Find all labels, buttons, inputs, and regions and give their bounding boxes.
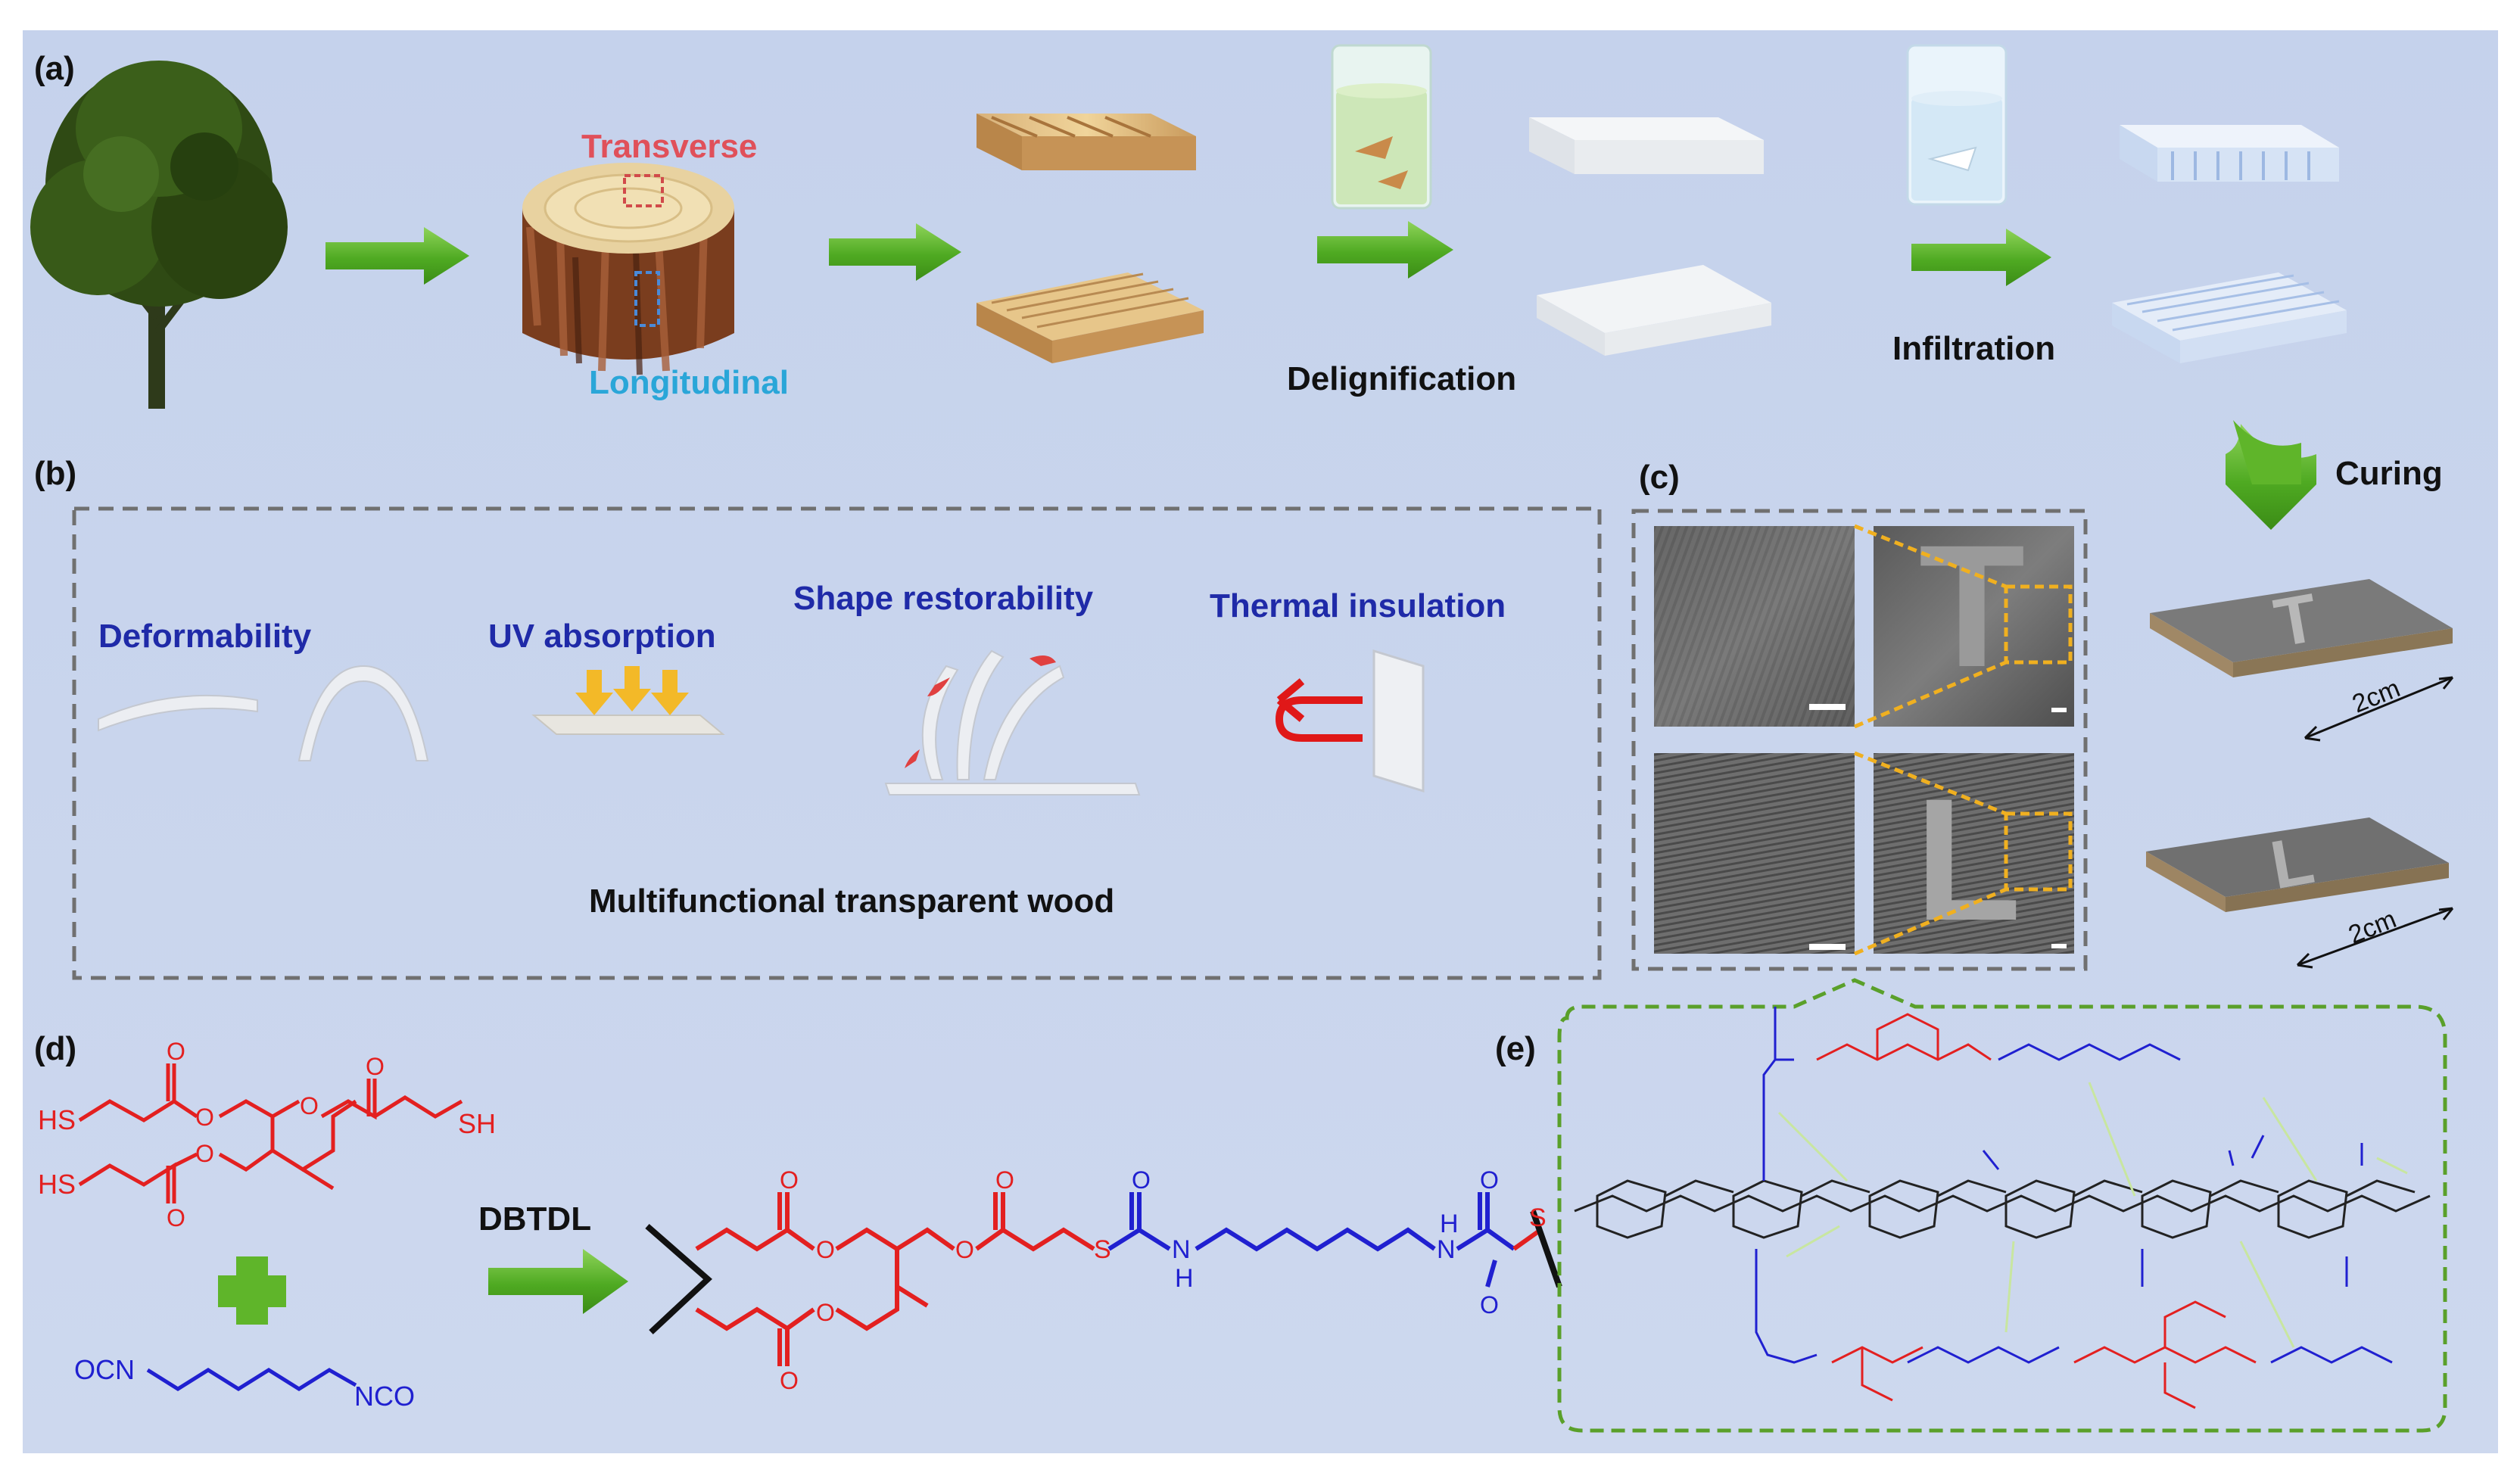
panel-b-label: (b): [34, 455, 76, 492]
thermal-insulation-icon: [1275, 649, 1425, 793]
svg-text:O: O: [1132, 1166, 1151, 1194]
sem-transverse-zoom: [1654, 526, 1855, 727]
uv-absorption-label: UV absorption: [488, 618, 716, 655]
process-arrow-2: [829, 223, 961, 281]
delignification-label: Delignification: [1287, 360, 1516, 397]
polymer-repeat-unit-structure: [645, 1192, 1562, 1366]
infiltration-label: Infiltration: [1892, 330, 2055, 367]
tree-icon: [30, 61, 288, 409]
crosslink-chains-blue: [1755, 1007, 2393, 1364]
svg-text:O: O: [955, 1236, 974, 1263]
panel-b-box: [72, 506, 1602, 980]
polymer-sulfur-2: S: [1529, 1203, 1547, 1232]
transverse-label: Transverse: [581, 128, 757, 165]
panel-d-label: (d): [34, 1030, 76, 1067]
cured-sample-l: L 2cm: [2146, 817, 2454, 969]
curing-label: Curing: [2335, 455, 2443, 492]
beaker-infiltration-icon: [1906, 44, 2008, 206]
panel-c-box: [1631, 509, 2088, 971]
polymer-sulfur-1: S: [1094, 1235, 1111, 1264]
sem-t-zoom-lines: [1854, 524, 2007, 729]
delignified-block-transverse: [1529, 117, 1764, 174]
polymer-atoms: O O O O O O O O O: [780, 1166, 1499, 1394]
diisocyanate-structure: [146, 1368, 357, 1391]
panel-e-box: [1557, 978, 2447, 1433]
infiltrated-block-transverse: [2120, 125, 2339, 182]
svg-text:O: O: [816, 1299, 835, 1326]
sem-letter-l: L: [1915, 762, 2022, 957]
sem-l-zoom-lines: [1854, 751, 2007, 956]
svg-text:O: O: [366, 1053, 385, 1080]
process-arrow-3: [1317, 221, 1453, 279]
thiol-monomer-atoms: O O O O O O: [167, 1038, 385, 1231]
svg-text:O: O: [780, 1166, 799, 1194]
hydrogen-bond-lines: [1777, 1082, 2408, 1348]
sem-longitudinal-overview: L: [1874, 753, 2074, 957]
shape-restorability-label: Shape restorability: [793, 580, 1094, 617]
deformability-sample-icon: [98, 665, 429, 761]
cured-sample-t: T 2cm: [2150, 579, 2454, 742]
svg-text:O: O: [816, 1236, 835, 1263]
hs-group-1: HS: [38, 1104, 76, 1135]
sem-transverse-overview: T: [1874, 509, 2074, 727]
reaction-arrow: [488, 1249, 628, 1314]
svg-text:O: O: [1480, 1166, 1499, 1194]
log-icon: [522, 163, 734, 375]
cellulose-network-structure: [1574, 1179, 2431, 1239]
curing-arrow: [2226, 420, 2316, 530]
sem-longitudinal-zoom: [1654, 753, 1855, 954]
infiltrated-block-longitudinal: [2112, 272, 2347, 363]
uv-absorption-icon: [531, 666, 725, 735]
panel-e-label: (e): [1495, 1030, 1536, 1067]
ocn-group: OCN: [74, 1354, 135, 1385]
svg-text:O: O: [195, 1140, 214, 1167]
thiol-monomer-structure: [78, 1063, 463, 1203]
hs-group-2: HS: [38, 1169, 76, 1200]
svg-text:O: O: [167, 1038, 185, 1065]
panel-c-label: (c): [1639, 459, 1680, 496]
thermal-insulation-label: Thermal insulation: [1210, 587, 1506, 624]
catalyst-label: DBTDL: [478, 1200, 591, 1238]
svg-text:O: O: [300, 1092, 319, 1119]
longitudinal-label: Longitudinal: [589, 364, 789, 401]
thiol-cores-red: [1816, 1013, 2257, 1409]
beaker-delignification-icon: [1331, 44, 1432, 210]
process-arrow-1: [326, 227, 469, 285]
polymer-nitrogen-1: N: [1172, 1235, 1191, 1264]
nco-group: NCO: [354, 1381, 415, 1412]
panel-a-label: (a): [34, 50, 75, 87]
svg-text:O: O: [1480, 1291, 1499, 1319]
process-arrow-4: [1911, 229, 2051, 286]
polymer-hydrogen-2: H: [1440, 1210, 1459, 1238]
sem-letter-t: T: [1919, 509, 2026, 703]
sh-group: SH: [458, 1108, 496, 1139]
svg-text:O: O: [167, 1204, 185, 1231]
delignified-block-longitudinal: [1537, 265, 1771, 356]
svg-text:O: O: [780, 1367, 799, 1394]
wood-block-longitudinal: [977, 272, 1204, 363]
svg-text:O: O: [995, 1166, 1014, 1194]
plus-icon: [218, 1256, 286, 1325]
polymer-hydrogen-1: H: [1175, 1264, 1194, 1293]
panel-b-caption: Multifunctional transparent wood: [589, 883, 1114, 920]
deformability-label: Deformability: [98, 618, 312, 655]
wood-block-transverse: [977, 114, 1196, 170]
polymer-nitrogen-2: N: [1437, 1235, 1456, 1264]
shape-restorability-icon: [884, 649, 1141, 796]
svg-text:O: O: [195, 1104, 214, 1131]
